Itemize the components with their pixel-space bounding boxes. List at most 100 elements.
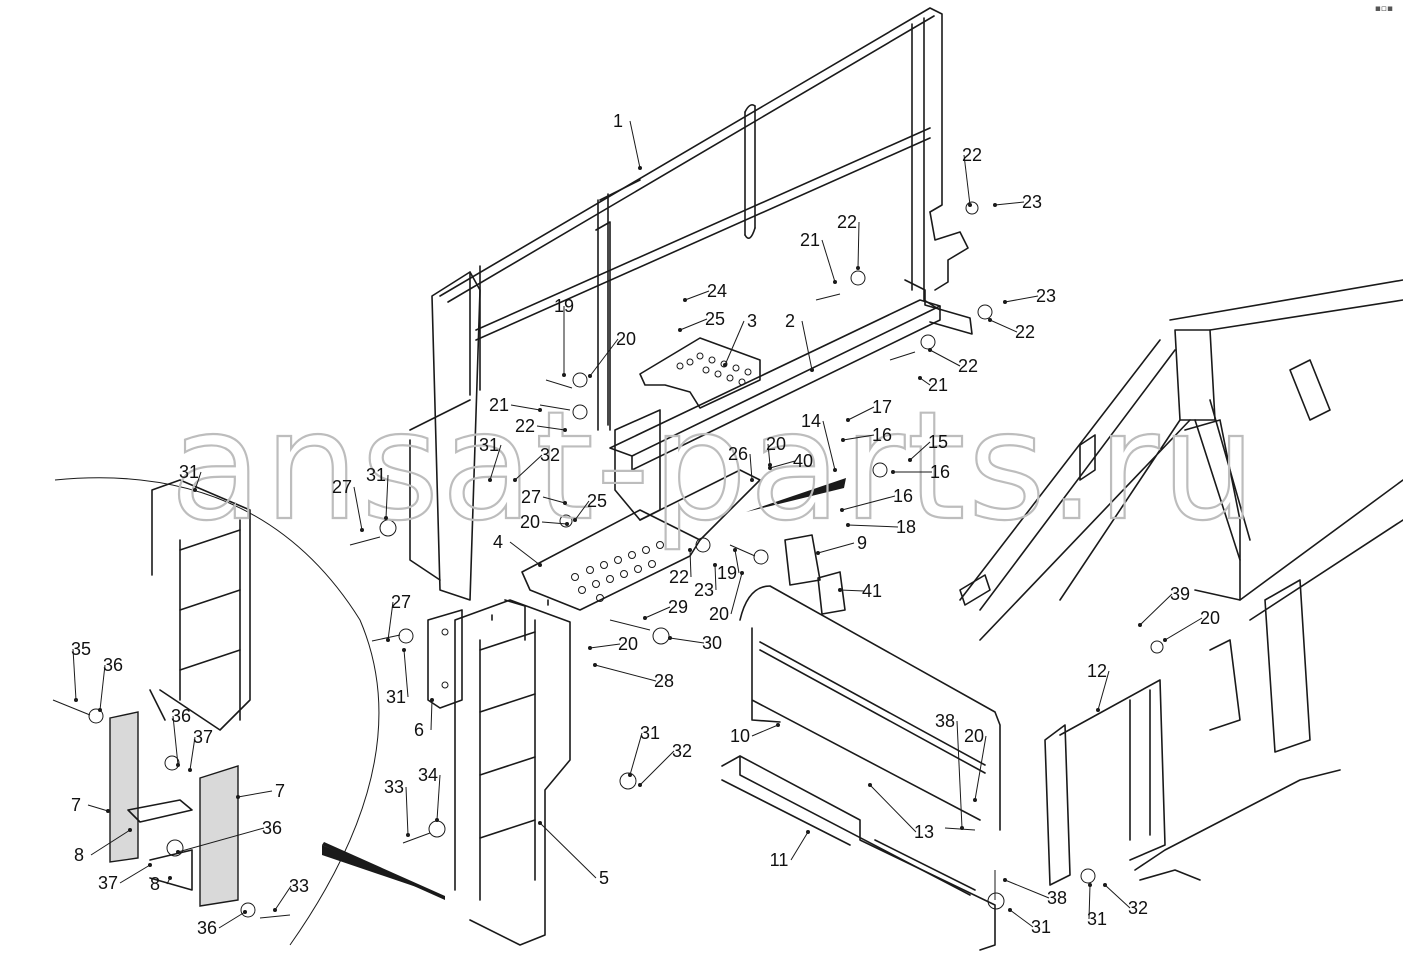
leader-line [1088, 884, 1091, 920]
callout-c16b: 16 [891, 462, 950, 482]
callout-number: 28 [654, 671, 674, 691]
leader-dot [565, 522, 569, 526]
callout-c7b: 7 [236, 781, 285, 801]
callout-number: 6 [414, 720, 424, 740]
crossbar [609, 279, 973, 471]
leader-line [509, 541, 541, 566]
leader-line [790, 831, 809, 861]
callout-number: 27 [521, 487, 541, 507]
callout-c8a: 8 [74, 828, 132, 865]
callout-c10: 10 [730, 723, 780, 746]
leader-dot [106, 809, 110, 813]
callout-number: 19 [717, 563, 737, 583]
callout-c34: 34 [418, 765, 441, 822]
leader-dot [193, 488, 197, 492]
callout-number: 31 [1087, 909, 1107, 929]
leader-dot [776, 723, 780, 727]
callout-c22f: 22 [669, 548, 692, 587]
callout-c11: 11 [770, 830, 810, 870]
leader-dot [891, 470, 895, 474]
callout-number: 30 [702, 633, 722, 653]
railing-frame [409, 7, 969, 601]
callout-number: 20 [616, 329, 636, 349]
callout-c33b: 33 [273, 876, 309, 912]
leader-line [594, 664, 657, 682]
callout-number: 23 [1022, 192, 1042, 212]
leader-line [841, 495, 896, 511]
callout-number: 31 [1031, 917, 1051, 937]
pointer-wedge [746, 478, 846, 512]
callout-c20b: 20 [520, 512, 569, 532]
callout-number: 20 [709, 604, 729, 624]
callout-c31f: 31 [1087, 883, 1107, 929]
callout-c12: 12 [1087, 661, 1110, 712]
callout-c37a: 37 [188, 727, 213, 772]
callout-number: 31 [386, 687, 406, 707]
callout-c22a: 22 [962, 145, 982, 207]
leader-dot [188, 768, 192, 772]
callout-c7a: 7 [71, 795, 110, 815]
leader-dot [733, 548, 737, 552]
plates-9-41 [784, 534, 846, 615]
leader-dot [148, 863, 152, 867]
callout-number: 32 [1128, 898, 1148, 918]
watermark: ansat-parts.ru [170, 380, 1258, 554]
callout-c36d: 36 [197, 910, 247, 938]
leader-line [87, 804, 109, 812]
callout-c37b: 37 [98, 863, 152, 893]
leader-dot [713, 563, 717, 567]
leader-line [589, 338, 619, 377]
leader-line [72, 648, 77, 701]
leader-dot [856, 266, 860, 270]
callout-number: 36 [103, 655, 123, 675]
callout-number: 22 [669, 567, 689, 587]
leader-line [589, 643, 621, 649]
callout-number: 20 [618, 634, 638, 654]
callout-number: 33 [384, 777, 404, 797]
callout-c19b: 19 [717, 548, 740, 583]
callout-number: 25 [587, 491, 607, 511]
callout-number: 22 [837, 212, 857, 232]
callout-number: 29 [668, 597, 688, 617]
leader-line [405, 786, 409, 836]
callout-number: 9 [857, 533, 867, 553]
callout-c20f: 20 [1163, 608, 1220, 642]
leader-line [847, 406, 875, 421]
leader-line [90, 829, 131, 856]
callout-c31g: 31 [179, 462, 202, 492]
callout-number: 21 [489, 395, 509, 415]
callout-c31c: 31 [386, 648, 409, 707]
leader-dot [840, 508, 844, 512]
leader-line [1004, 295, 1039, 303]
callout-c24: 24 [683, 281, 727, 302]
callout-number: 27 [332, 477, 352, 497]
leader-dot [638, 166, 642, 170]
leader-dot [176, 850, 180, 854]
leader-line [684, 290, 710, 301]
callout-number: 23 [694, 580, 714, 600]
leader-line [387, 601, 394, 641]
callout-c39: 39 [1138, 584, 1190, 627]
leader-line [274, 885, 292, 911]
leader-line [629, 732, 643, 776]
leader-line [574, 500, 590, 521]
leader-line [749, 453, 753, 481]
leader-dot [562, 373, 566, 377]
callout-number: 31 [640, 723, 660, 743]
leader-dot [668, 636, 672, 640]
leader-dot [98, 708, 102, 712]
leader-dot [833, 280, 837, 284]
leader-line [1164, 617, 1203, 641]
leader-line [218, 911, 246, 929]
callout-c23c: 23 [694, 563, 717, 600]
corner-mark: ▪▫▪ [1374, 4, 1393, 14]
leader-dot [513, 478, 517, 482]
callout-c40: 40 [768, 451, 813, 471]
leader-dot [768, 466, 772, 470]
callout-labels: 1234567788910111213141516161617181919202… [71, 111, 1220, 938]
leader-dot [643, 616, 647, 620]
leader-line [730, 572, 743, 615]
callout-number: 18 [896, 517, 916, 537]
